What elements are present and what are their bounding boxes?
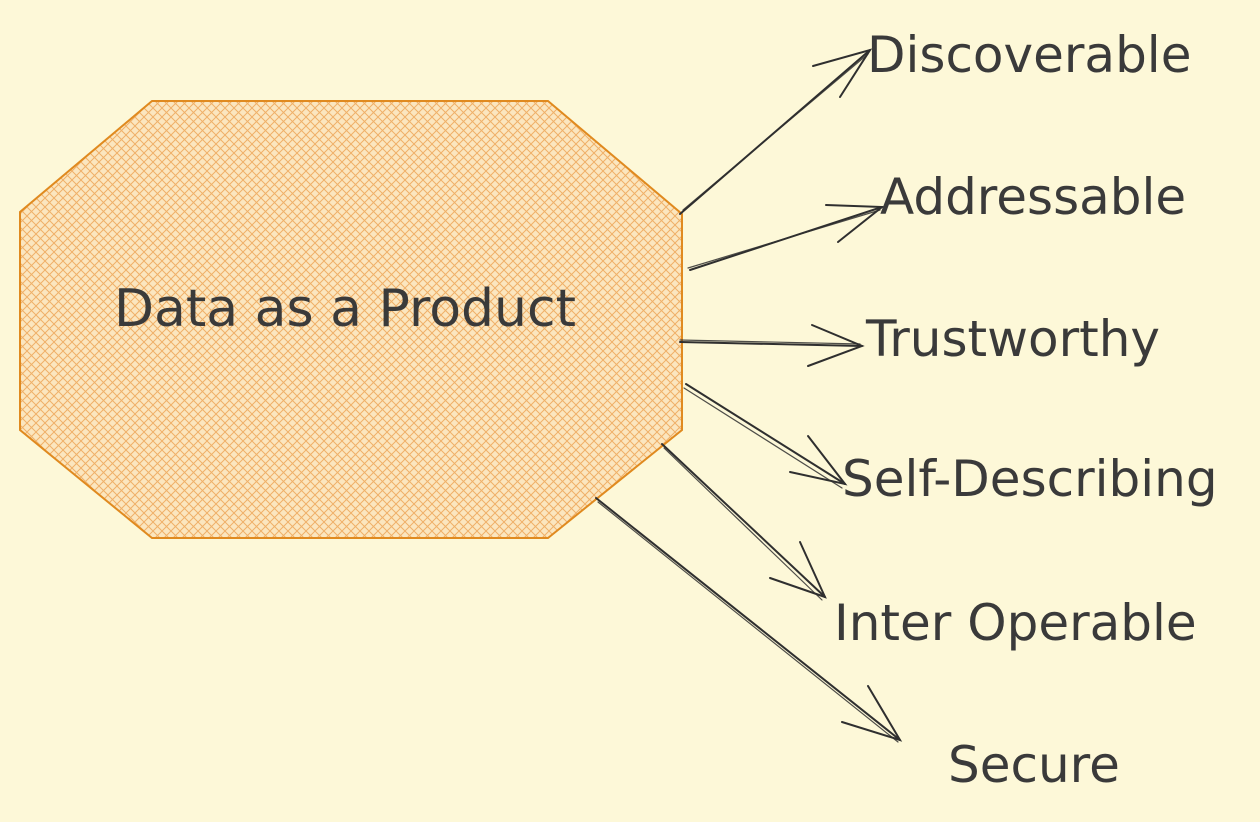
attribute-label-inter-operable: Inter Operable xyxy=(834,594,1197,652)
center-node[interactable]: Data as a Product xyxy=(19,100,683,539)
arrow-inter-operable xyxy=(661,443,827,601)
center-node-shape xyxy=(19,100,683,539)
attribute-label-discoverable: Discoverable xyxy=(867,26,1191,84)
arrow-addressable xyxy=(687,204,885,271)
attribute-label-trustworthy: Trustworthy xyxy=(865,310,1160,368)
attribute-label-self-describing: Self-Describing xyxy=(842,450,1218,508)
attribute-label-secure: Secure xyxy=(948,736,1120,794)
arrow-secure xyxy=(595,497,903,743)
attribute-label-addressable: Addressable xyxy=(880,168,1186,226)
center-node-label: Data as a Product xyxy=(114,279,576,339)
arrow-discoverable xyxy=(679,48,873,215)
arrow-self-describing xyxy=(683,383,848,489)
arrow-trustworthy xyxy=(679,324,865,367)
